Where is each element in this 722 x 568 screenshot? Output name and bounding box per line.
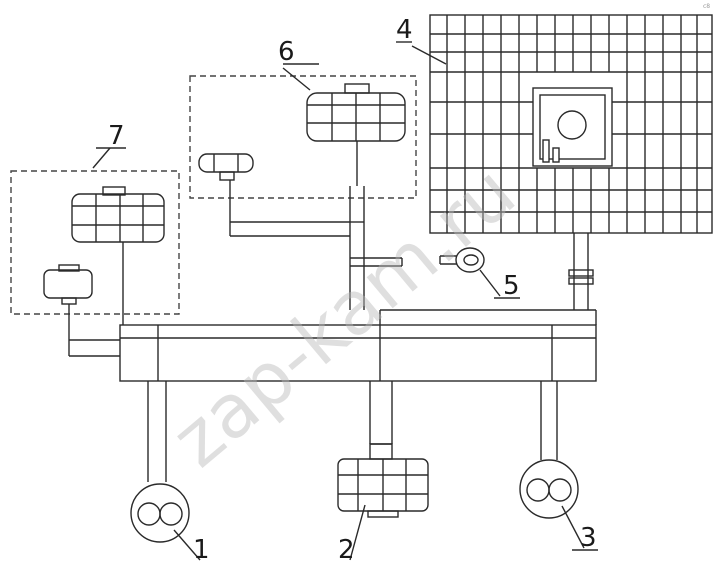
corner-mark: c8	[703, 3, 710, 10]
leader-4	[411, 45, 447, 65]
unit-2-motor	[337, 381, 429, 561]
label-6: 6	[278, 37, 295, 67]
label-7: 7	[108, 121, 125, 151]
label-4: 4	[396, 15, 413, 45]
unit-1-pump	[130, 381, 201, 561]
label-5: 5	[503, 271, 520, 301]
label-3: 3	[580, 523, 597, 553]
unit-3-pump	[519, 381, 585, 549]
main-manifold	[119, 324, 597, 382]
unit-6-group	[189, 63, 417, 310]
unit-7-group	[10, 147, 180, 357]
unit-5-valve	[350, 247, 501, 297]
watermark: zap-kam.ru	[156, 149, 531, 483]
label-1: 1	[193, 535, 210, 565]
grid-panel-riser	[379, 233, 597, 325]
unit-4-grid-panel	[429, 14, 713, 234]
label-2: 2	[338, 535, 355, 565]
